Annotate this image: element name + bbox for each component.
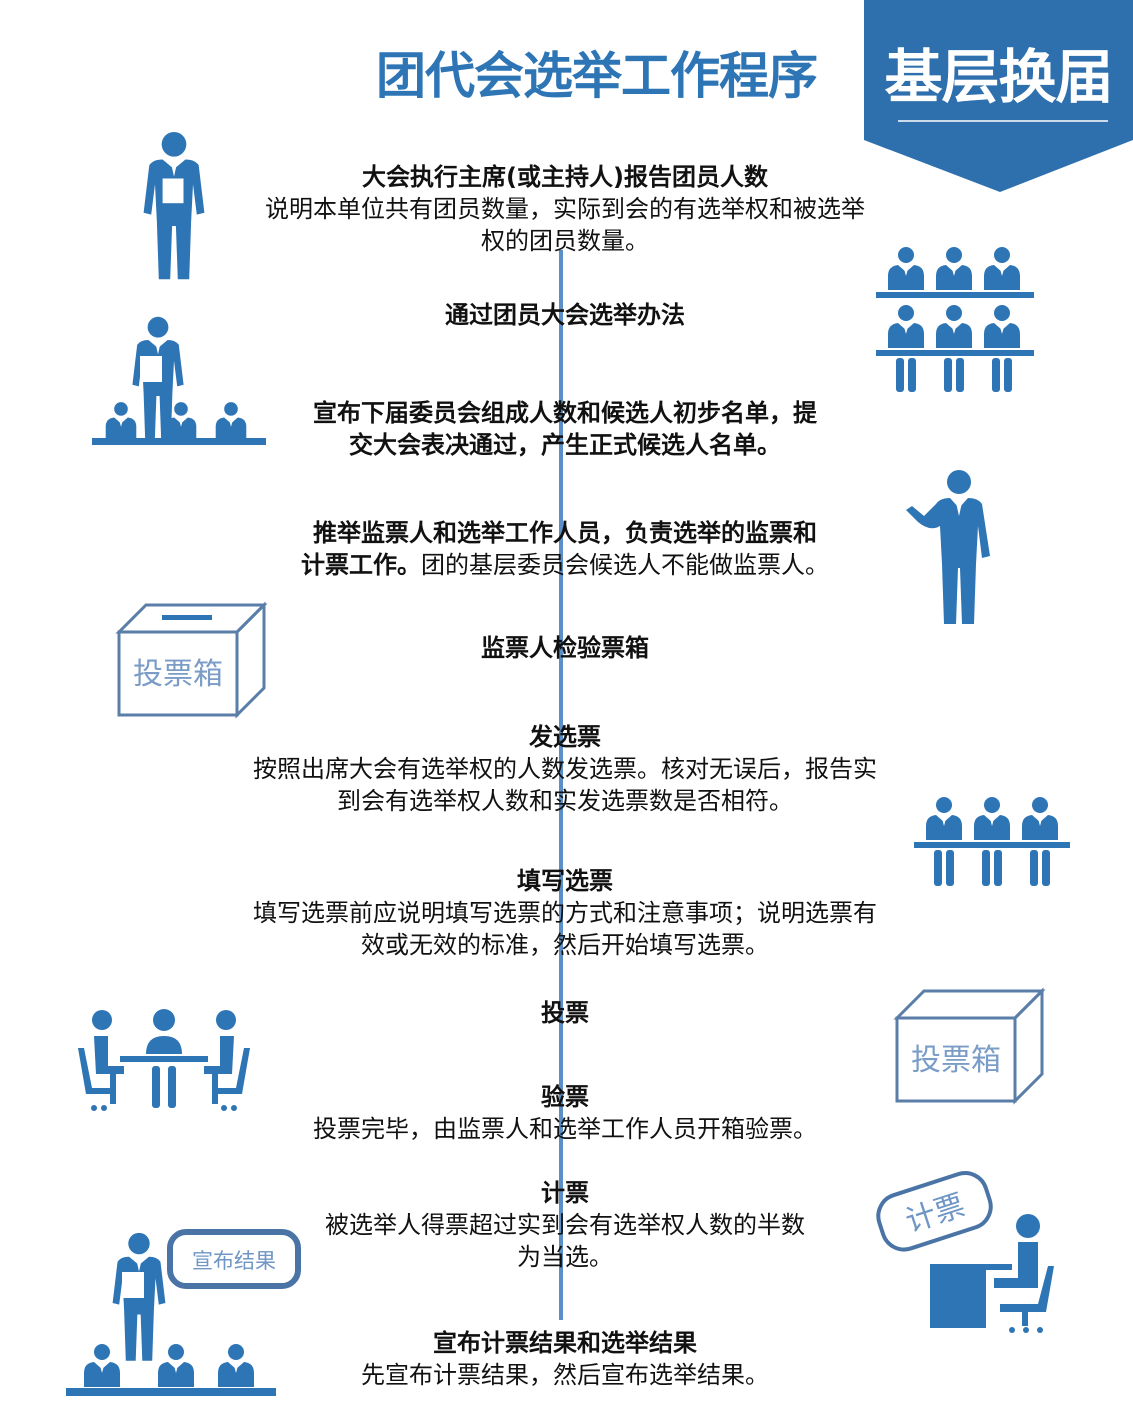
step-title: 发选票 — [529, 723, 601, 751]
ballot-box-label: 投票箱 — [911, 1043, 1001, 1078]
step-desc: 说明本单位共有团员数量，实际到会的有选举权和被选举 — [265, 195, 865, 223]
step-3: 宣布下届委员会组成人数和候选人初步名单，提 交大会表决通过，产生正式候选人名单。 — [150, 397, 980, 461]
step-desc: 先宣布计票结果，然后宣布选举结果。 — [361, 1361, 769, 1389]
ballot-box-icon: 投票箱 — [115, 601, 268, 719]
step-9: 验票 投票完毕，由监票人和选举工作人员开箱验票。 — [150, 1081, 980, 1145]
timeline-line — [559, 250, 563, 1320]
step-2: 通过团员大会选举办法 — [150, 299, 980, 331]
step-desc: 被选举人得票超过实到会有选举权人数的半数 — [325, 1211, 805, 1239]
announce-results-icon: 宣布结果 — [66, 1229, 301, 1396]
step-desc: 效或无效的标准，然后开始填写选票。 — [361, 931, 769, 959]
step-title: 推举监票人和选举工作人员，负责选举的监票和 — [313, 519, 817, 547]
step-title: 计票 — [541, 1179, 589, 1207]
step-desc: 填写选票前应说明填写选票的方式和注意事项；说明选票有 — [253, 899, 877, 927]
presenter-icon — [136, 128, 212, 286]
gesturing-person-icon — [906, 470, 990, 624]
announce-sign-label: 宣布结果 — [192, 1249, 276, 1273]
step-7: 填写选票 填写选票前应说明填写选票的方式和注意事项；说明选票有 效或无效的标准，… — [150, 865, 980, 961]
speaker-audience-icon — [92, 316, 266, 445]
step-desc: 团的基层委员会候选人不能做监票人。 — [421, 551, 829, 579]
ballot-box-label: 投票箱 — [133, 657, 223, 692]
step-11: 宣布计票结果和选举结果 先宣布计票结果，然后宣布选举结果。 — [150, 1327, 980, 1391]
step-desc: 投票完毕，由监票人和选举工作人员开箱验票。 — [313, 1115, 817, 1143]
step-title: 大会执行主席(或主持人)报告团员人数 — [362, 163, 768, 191]
step-desc: 到会有选举权人数和实发选票数是否相符。 — [337, 787, 793, 815]
step-6: 发选票 按照出席大会有选举权的人数发选票。核对无误后，报告实 到会有选举权人数和… — [150, 721, 980, 817]
step-desc: 为当选。 — [517, 1243, 613, 1271]
page-title: 团代会选举工作程序 — [376, 47, 818, 105]
vote-counting-icon: 计票 — [876, 1171, 1054, 1333]
step-title: 交大会表决通过，产生正式候选人名单。 — [349, 431, 781, 459]
audience-rows-icon — [876, 247, 1034, 392]
step-title: 验票 — [541, 1083, 589, 1111]
step-title: 宣布下届委员会组成人数和候选人初步名单，提 — [313, 399, 817, 427]
step-8: 投票 — [150, 997, 980, 1029]
meeting-table-icon — [78, 1009, 250, 1111]
seated-row-icon — [914, 797, 1070, 886]
ballot-box-icon: 投票箱 — [893, 987, 1046, 1105]
step-1: 大会执行主席(或主持人)报告团员人数 说明本单位共有团员数量，实际到会的有选举权… — [150, 161, 980, 257]
step-title: 计票工作。 — [301, 551, 421, 579]
step-4: 推举监票人和选举工作人员，负责选举的监票和 计票工作。团的基层委员会候选人不能做… — [150, 517, 980, 581]
step-10: 计票 被选举人得票超过实到会有选举权人数的半数 为当选。 — [150, 1177, 980, 1273]
step-desc: 按照出席大会有选举权的人数发选票。核对无误后，报告实 — [253, 755, 877, 783]
step-title: 宣布计票结果和选举结果 — [433, 1329, 697, 1357]
step-title: 通过团员大会选举办法 — [445, 301, 685, 329]
step-5: 监票人检验票箱 — [150, 632, 980, 664]
banner-ribbon — [864, 0, 1133, 192]
step-desc: 权的团员数量。 — [481, 227, 649, 255]
step-title: 监票人检验票箱 — [481, 634, 649, 662]
step-title: 填写选票 — [517, 867, 613, 895]
step-title: 投票 — [541, 999, 589, 1027]
banner-title: 基层换届 — [884, 43, 1113, 111]
